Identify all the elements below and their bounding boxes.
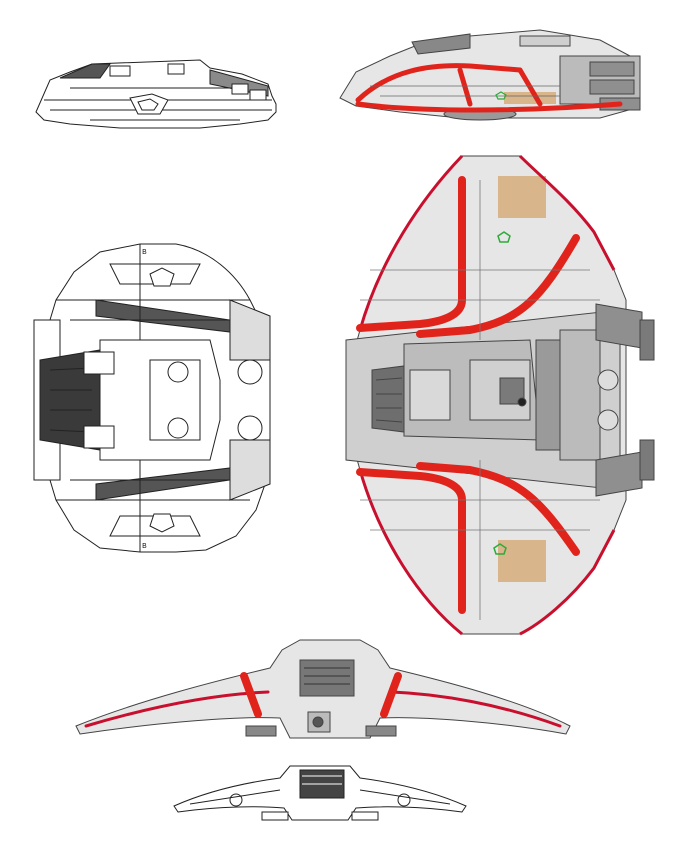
side-color-stripes — [355, 63, 623, 113]
front-color-hull — [75, 639, 571, 739]
side-color-hull — [339, 29, 641, 121]
side-lineart-hull — [35, 59, 277, 129]
side-color-marker-icon — [495, 91, 507, 100]
top-color-hull — [345, 155, 655, 635]
top-color-stripes — [356, 176, 580, 614]
top-lineart-hull — [33, 243, 271, 553]
top-lineart-marking-top: B — [142, 248, 147, 256]
top-color-marker-icon-lower — [493, 543, 507, 555]
top-lineart-marking-bottom: B — [142, 542, 147, 550]
side-color-lines — [370, 85, 560, 97]
top-color-panel-lines — [360, 180, 600, 620]
front-lineart-hull — [173, 765, 467, 821]
top-color-leading-edge — [358, 154, 616, 636]
front-color-stripes — [84, 672, 562, 728]
top-color-marker-icon-upper — [497, 231, 511, 243]
